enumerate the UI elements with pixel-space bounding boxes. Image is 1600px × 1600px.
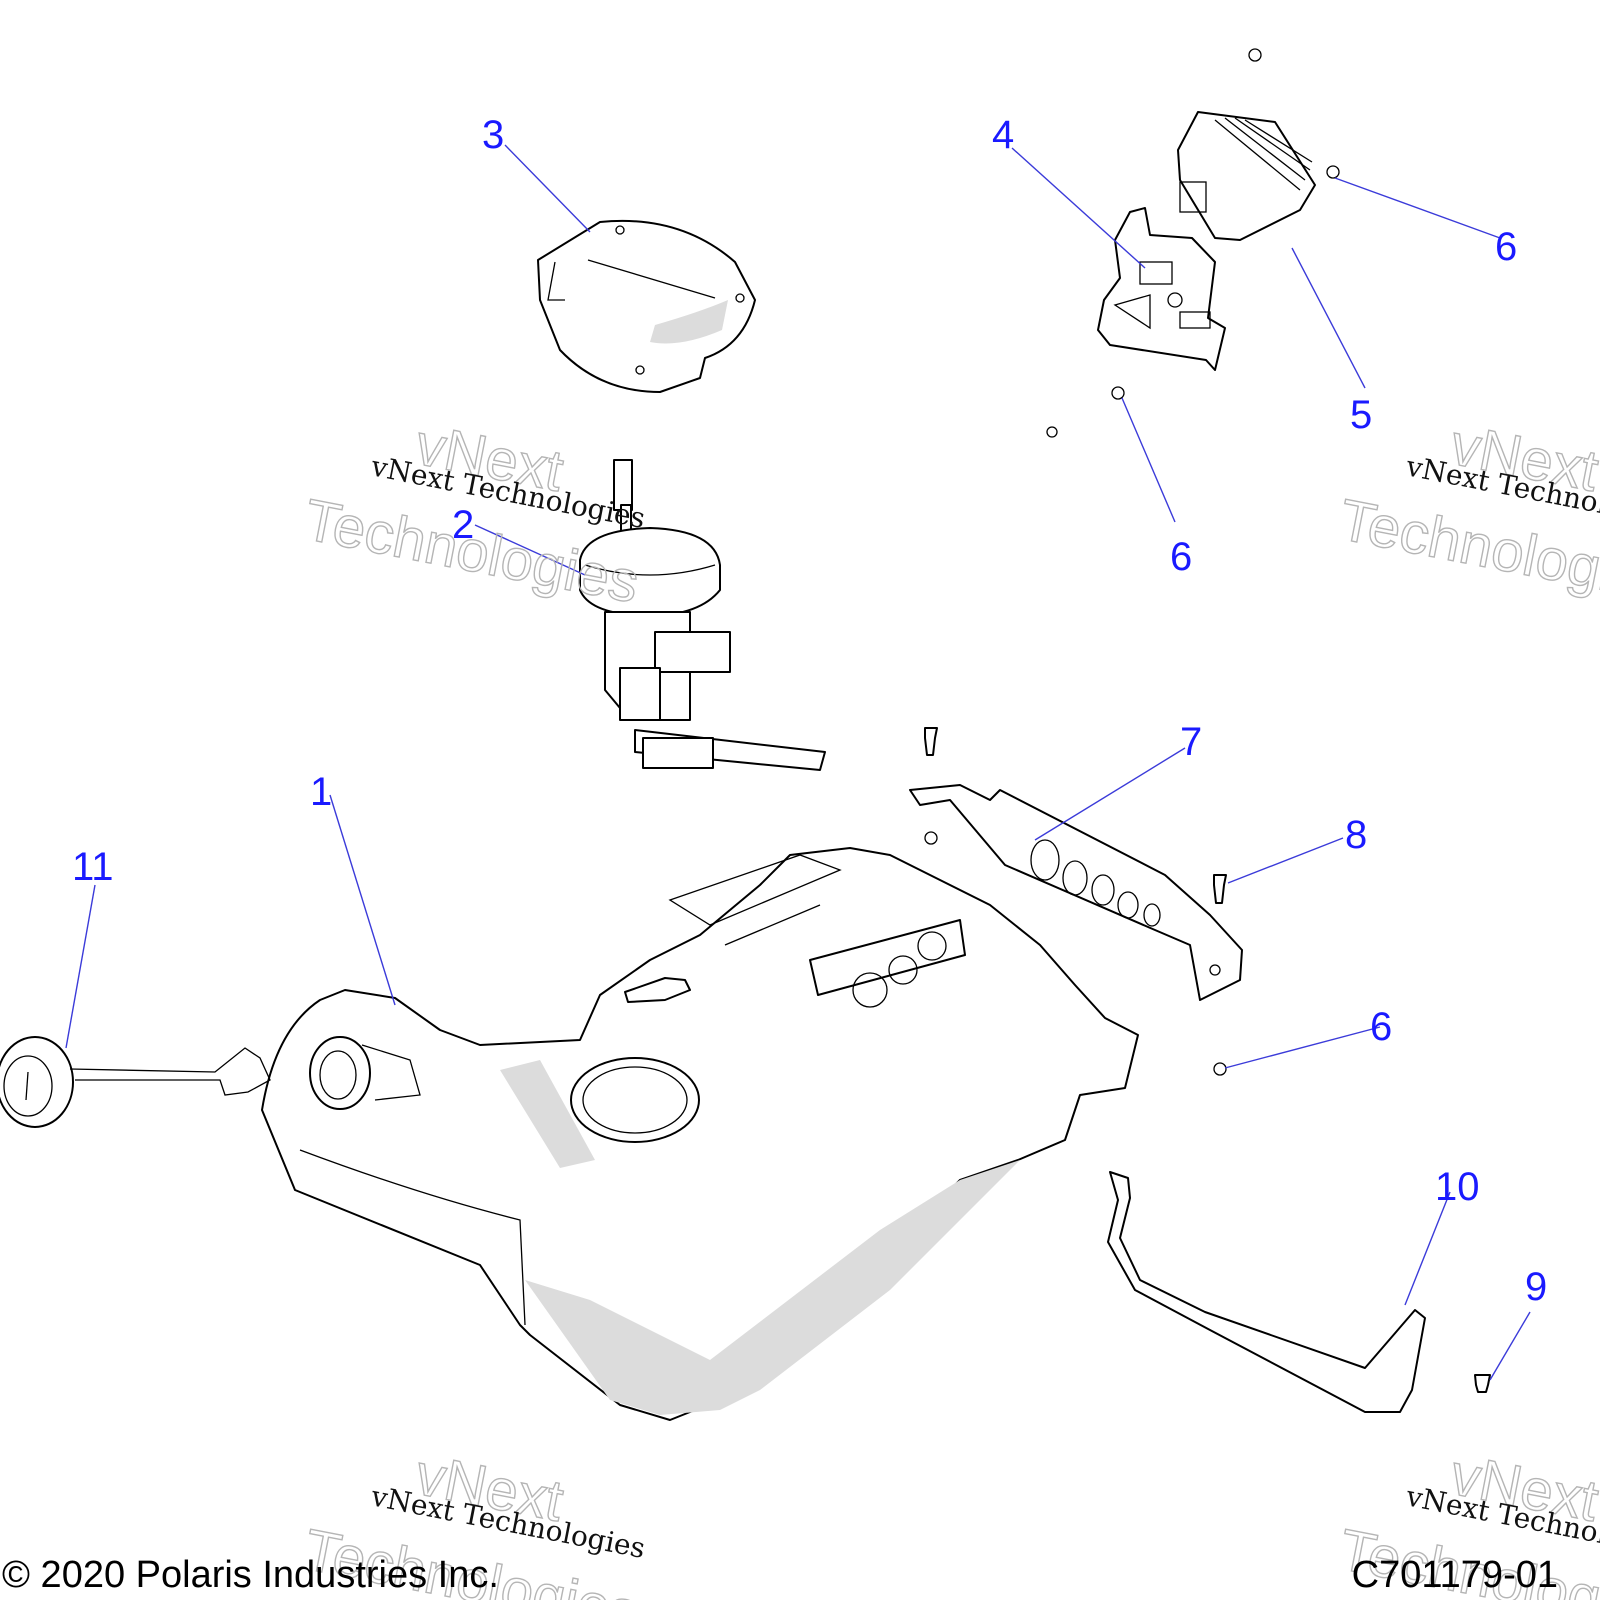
callout-9: 9 bbox=[1525, 1265, 1547, 1309]
callout-6c: 6 bbox=[1370, 1005, 1392, 1049]
part-5-module bbox=[1046, 48, 1340, 438]
callout-10: 10 bbox=[1435, 1165, 1480, 1209]
part-11-fuel-cap bbox=[0, 1036, 271, 1128]
watermark-upper-left: vNext vNext Technologies Technologies bbox=[299, 411, 648, 616]
callout-6a: 6 bbox=[1495, 225, 1517, 269]
part-7-heat-shield bbox=[909, 727, 1243, 1076]
callout-8: 8 bbox=[1345, 813, 1367, 857]
part-4-bracket bbox=[1097, 207, 1226, 371]
drawing-number: C701179-01 bbox=[1351, 1554, 1558, 1596]
callout-6b: 6 bbox=[1170, 535, 1192, 579]
copyright-text: © 2020 Polaris Industries Inc. bbox=[2, 1554, 499, 1596]
part-3-pump-cover bbox=[537, 219, 756, 393]
callout-5: 5 bbox=[1350, 393, 1372, 437]
callout-11: 11 bbox=[72, 845, 114, 889]
callout-1: 1 bbox=[310, 770, 332, 814]
callout-2: 2 bbox=[452, 503, 474, 547]
watermark-upper-right: vNext vNext Technologies Technologies bbox=[1334, 411, 1600, 616]
callout-labels: 1 2 3 4 5 6 6 6 7 8 6 9 10 11 bbox=[72, 113, 1547, 1309]
callout-3: 3 bbox=[482, 113, 504, 157]
leader-lines bbox=[65, 144, 1531, 1381]
part-1-fuel-tank bbox=[261, 847, 1139, 1421]
part-10-strap bbox=[1107, 1171, 1491, 1413]
callout-4: 4 bbox=[992, 113, 1014, 157]
callout-7: 7 bbox=[1180, 720, 1202, 764]
part-2-fuel-pump bbox=[579, 459, 826, 771]
